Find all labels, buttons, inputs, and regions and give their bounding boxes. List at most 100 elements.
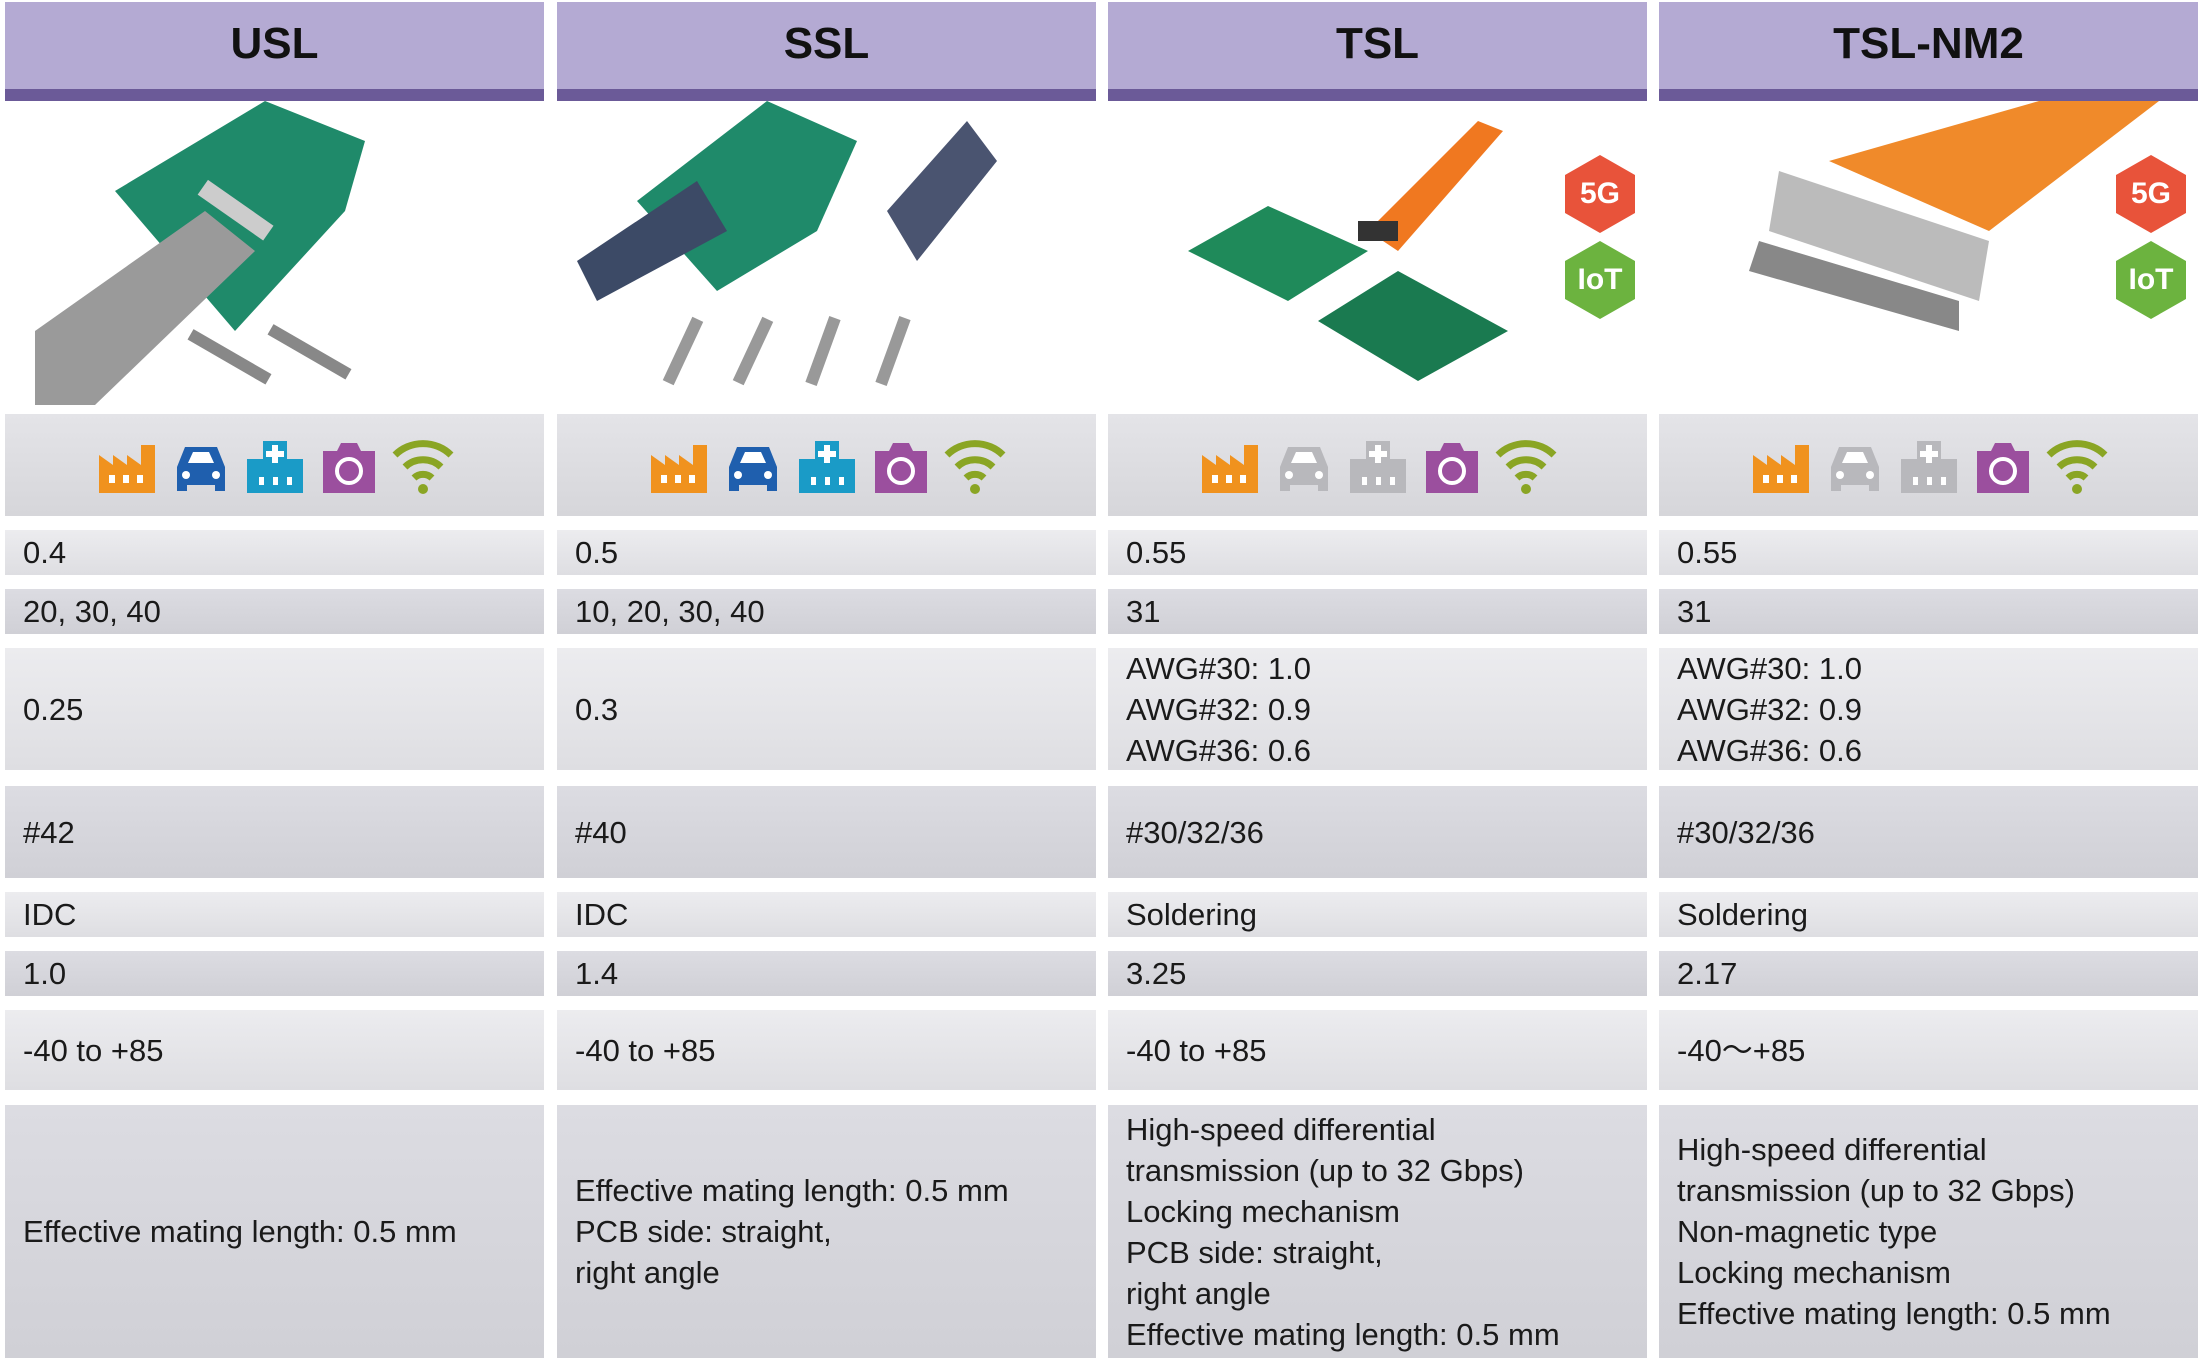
- medical-icon: [1346, 433, 1410, 497]
- spec-value: -40〜+85: [1677, 1032, 1806, 1068]
- feature-line: transmission (up to 32 Gbps): [1126, 1152, 1525, 1188]
- spec-features: Effective mating length: 0.5 mm: [5, 1105, 544, 1358]
- spec-line: AWG#30: 1.0: [1126, 650, 1311, 686]
- spec-termination: IDC: [5, 892, 544, 937]
- medical-icon: [243, 433, 307, 497]
- spec-current: 1.0: [5, 951, 544, 996]
- feature-line: PCB side: straight,: [575, 1214, 832, 1249]
- spec-value: #30/32/36: [1126, 814, 1264, 850]
- spec-pitch: 0.4: [5, 530, 544, 575]
- spec-features: High-speed differential transmission (up …: [1108, 1105, 1647, 1358]
- wifi-icon: [1494, 433, 1558, 497]
- spec-contacts: 31: [1659, 589, 2198, 634]
- factory-icon: [95, 433, 159, 497]
- factory-icon: [1749, 433, 1813, 497]
- wifi-icon: [391, 433, 455, 497]
- spec-contacts: 20, 30, 40: [5, 589, 544, 634]
- spec-termination: Soldering: [1659, 892, 2198, 937]
- spec-value: 20, 30, 40: [23, 594, 161, 629]
- spec-value: 0.25: [23, 691, 84, 727]
- spec-value: 3.25: [1126, 956, 1187, 991]
- spec-value: -40 to +85: [23, 1032, 164, 1068]
- spec-contacts: 10, 20, 30, 40: [557, 589, 1096, 634]
- spec-awg: #30/32/36: [1659, 786, 2198, 878]
- spec-pitch: 0.55: [1659, 530, 2198, 575]
- product-name-header: TSL-NM2: [1659, 2, 2198, 101]
- application-icons: [5, 414, 544, 516]
- product-photo: [557, 101, 1096, 405]
- spec-value: 2.17: [1677, 956, 1738, 991]
- car-icon: [1272, 433, 1336, 497]
- application-icons: [557, 414, 1096, 516]
- car-icon: [721, 433, 785, 497]
- spec-temperature: -40 to +85: [557, 1010, 1096, 1090]
- wifi-icon: [2045, 433, 2109, 497]
- medical-icon: [1897, 433, 1961, 497]
- spec-pitch: 0.55: [1108, 530, 1647, 575]
- spec-value: 0.55: [1126, 535, 1187, 570]
- car-icon: [169, 433, 233, 497]
- spec-value: 31: [1126, 594, 1161, 629]
- spec-value: 10, 20, 30, 40: [575, 594, 765, 629]
- feature-line: High-speed differential: [1126, 1111, 1436, 1147]
- spec-value: #40: [575, 814, 627, 850]
- camera-icon: [317, 433, 381, 497]
- feature-line: PCB side: straight,: [1126, 1234, 1383, 1270]
- spec-temperature: -40〜+85: [1659, 1010, 2198, 1090]
- feature-line: Effective mating length: 0.5 mm: [1677, 1296, 2111, 1331]
- feature-line: right angle: [575, 1255, 720, 1290]
- spec-value: 0.55: [1677, 535, 1738, 570]
- spec-height: 0.25: [5, 648, 544, 770]
- spec-value: #30/32/36: [1677, 814, 1815, 850]
- product-name-header: SSL: [557, 2, 1096, 101]
- feature-line: Effective mating length: 0.5 mm: [23, 1214, 457, 1249]
- spec-value: 0.3: [575, 691, 619, 727]
- spec-value: Soldering: [1126, 897, 1257, 932]
- spec-awg: #40: [557, 786, 1096, 878]
- spec-value: Soldering: [1677, 897, 1808, 932]
- spec-line: AWG#32: 0.9: [1677, 691, 1862, 727]
- feature-line: transmission (up to 32 Gbps): [1677, 1173, 2076, 1208]
- spec-line: AWG#32: 0.9: [1126, 691, 1311, 727]
- spec-line: AWG#30: 1.0: [1677, 650, 1862, 686]
- feature-line: Effective mating length: 0.5 mm: [575, 1173, 1009, 1208]
- feature-line: Non-magnetic type: [1677, 1214, 1938, 1249]
- feature-line: Locking mechanism: [1126, 1193, 1400, 1229]
- spec-contacts: 31: [1108, 589, 1647, 634]
- spec-termination: Soldering: [1108, 892, 1647, 937]
- camera-icon: [1971, 433, 2035, 497]
- car-icon: [1823, 433, 1887, 497]
- spec-awg: #42: [5, 786, 544, 878]
- spec-value: 31: [1677, 594, 1712, 629]
- wifi-icon: [943, 433, 1007, 497]
- spec-current: 2.17: [1659, 951, 2198, 996]
- spec-value: 0.4: [23, 535, 67, 570]
- spec-temperature: -40 to +85: [5, 1010, 544, 1090]
- spec-value: #42: [23, 814, 75, 850]
- badge-5g: 5G: [1559, 153, 1641, 235]
- camera-icon: [1420, 433, 1484, 497]
- product-photo: [5, 101, 544, 405]
- application-icons: [1108, 414, 1647, 516]
- feature-line: Effective mating length: 0.5 mm: [1126, 1316, 1560, 1352]
- spec-value: 0.5: [575, 535, 619, 570]
- badge-iot: IoT: [2110, 239, 2192, 321]
- feature-line: Locking mechanism: [1677, 1255, 1951, 1290]
- spec-features: Effective mating length: 0.5 mm PCB side:…: [557, 1105, 1096, 1358]
- application-icons: [1659, 414, 2198, 516]
- spec-awg: #30/32/36: [1108, 786, 1647, 878]
- spec-value: 1.4: [575, 956, 619, 991]
- spec-pitch: 0.5: [557, 530, 1096, 575]
- spec-height: 0.3: [557, 648, 1096, 770]
- spec-value: -40 to +85: [575, 1032, 716, 1068]
- spec-temperature: -40 to +85: [1108, 1010, 1647, 1090]
- spec-value: -40 to +85: [1126, 1032, 1267, 1068]
